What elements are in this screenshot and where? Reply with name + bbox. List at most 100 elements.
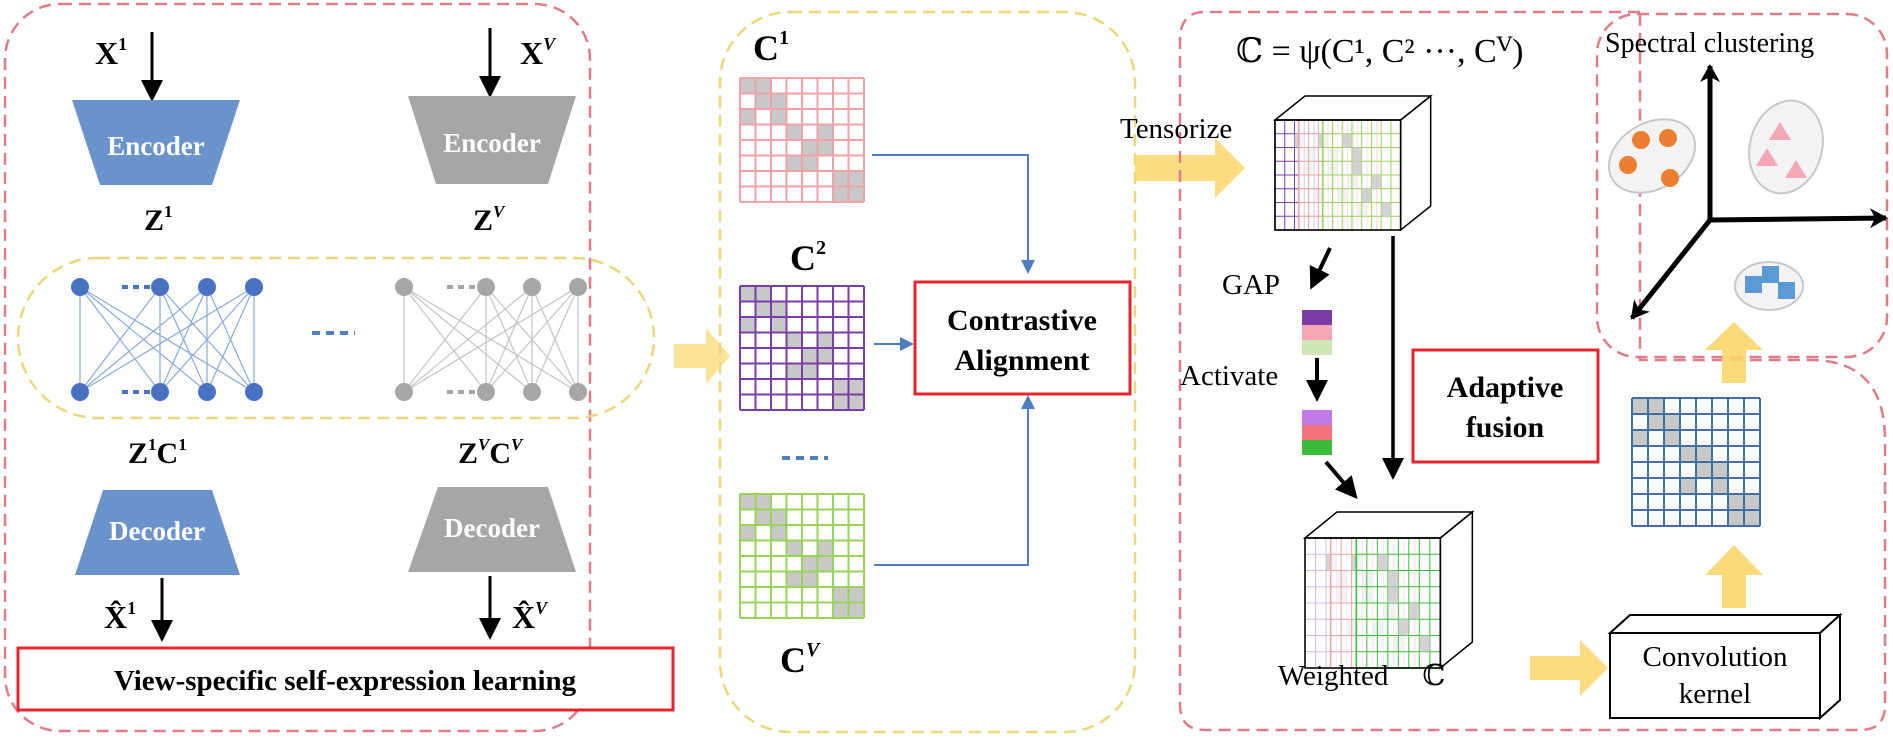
matrix-cell bbox=[848, 186, 864, 202]
matrix-cell bbox=[1712, 462, 1728, 478]
input-xv-label: XV bbox=[520, 34, 557, 71]
matrix-cell bbox=[1648, 398, 1664, 414]
matrix-cell bbox=[1632, 430, 1648, 446]
matrix-cell bbox=[1696, 446, 1712, 462]
matrix-cell bbox=[771, 525, 787, 541]
matrix-cell bbox=[1744, 510, 1760, 526]
matrix-cell bbox=[817, 348, 833, 364]
decoder-view1-label: Decoder bbox=[109, 516, 205, 546]
flow-arrow-3 bbox=[1530, 640, 1608, 696]
matrix-cell bbox=[740, 109, 756, 125]
neuron bbox=[523, 278, 541, 296]
matrix-cell bbox=[833, 602, 849, 618]
weighted-tensor-cube bbox=[1302, 510, 1475, 670]
cluster-squares bbox=[1734, 261, 1804, 311]
neuron bbox=[477, 383, 495, 401]
matrix-cell bbox=[848, 394, 864, 410]
flow-arrow-1 bbox=[674, 328, 730, 384]
matrix-cell bbox=[740, 317, 756, 333]
contrastive-alignment-line1: Contrastive bbox=[947, 304, 1097, 337]
contrastive-alignment-box bbox=[913, 280, 1132, 396]
weighting-arrow-vector bbox=[1324, 460, 1358, 500]
matrix-cell bbox=[755, 286, 771, 302]
matrix-cell bbox=[755, 93, 771, 109]
connector-cv bbox=[874, 395, 1035, 566]
matrix-cell bbox=[740, 525, 756, 541]
matrix-cell bbox=[802, 155, 818, 171]
matrix-cell bbox=[848, 587, 864, 603]
matrix-cell bbox=[1648, 414, 1664, 430]
flow-arrow-up-1 bbox=[1705, 545, 1763, 608]
matrix-c2 bbox=[739, 285, 865, 411]
activated-vector bbox=[1302, 410, 1332, 455]
matrix-cell bbox=[740, 494, 756, 510]
matrix-cell bbox=[755, 301, 771, 317]
matrix-cell bbox=[802, 140, 818, 156]
encoder-viewv bbox=[408, 96, 576, 184]
neuron bbox=[71, 383, 89, 401]
matrix-cell bbox=[802, 363, 818, 379]
matrix-cell bbox=[848, 379, 864, 395]
encoder-viewv-label: Encoder bbox=[443, 128, 541, 158]
neuron bbox=[71, 278, 89, 296]
matrix-cell bbox=[786, 332, 802, 348]
matrix-cell bbox=[833, 171, 849, 187]
matrix-c1 bbox=[739, 77, 865, 203]
matrix-cell bbox=[1744, 494, 1760, 510]
encoder-view1 bbox=[72, 100, 240, 185]
conv-kernel-line1: Convolution bbox=[1642, 641, 1788, 673]
neuron bbox=[198, 383, 216, 401]
matrix-cell bbox=[771, 509, 787, 525]
cluster-circles bbox=[1607, 118, 1697, 194]
view-specific-title: View-specific self-expression learning bbox=[114, 665, 577, 697]
matrix-cell bbox=[1712, 478, 1728, 494]
matrix-cell bbox=[817, 332, 833, 348]
cluster-axes bbox=[1630, 64, 1888, 320]
matrix-cell bbox=[817, 556, 833, 572]
network-view1 bbox=[71, 278, 263, 401]
contrastive-alignment-line2: Alignment bbox=[955, 344, 1090, 377]
input-x1-label: X1 bbox=[95, 34, 127, 71]
matrix-cell bbox=[771, 317, 787, 333]
matrix-cell bbox=[1728, 494, 1744, 510]
neuron bbox=[395, 383, 413, 401]
c1-label: C1 bbox=[753, 27, 789, 68]
matrix-cell bbox=[786, 155, 802, 171]
decoder-viewv bbox=[408, 487, 576, 572]
adaptive-fusion-line1: Adaptive bbox=[1447, 371, 1564, 404]
gap-label: GAP bbox=[1222, 269, 1280, 301]
matrix-cell bbox=[833, 394, 849, 410]
decoder-view1 bbox=[75, 490, 240, 575]
conv-kernel-line2: kernel bbox=[1679, 678, 1751, 710]
matrix-cell bbox=[786, 124, 802, 140]
gap-arrow bbox=[1309, 247, 1332, 290]
matrix-cell bbox=[833, 379, 849, 395]
matrix-cv bbox=[739, 493, 865, 619]
gap-vector bbox=[1302, 310, 1332, 355]
flow-arrow-2 bbox=[1135, 138, 1245, 198]
matrix-cell bbox=[848, 171, 864, 187]
neuron bbox=[245, 383, 263, 401]
neuron bbox=[151, 278, 169, 296]
self-expression-zvcv-label: ZVCV bbox=[458, 435, 524, 470]
matrix-cell bbox=[848, 602, 864, 618]
decoder-viewv-label: Decoder bbox=[444, 513, 540, 543]
adaptive-fusion-box bbox=[1411, 348, 1600, 464]
convolution-kernel: Convolution kernel bbox=[1607, 612, 1843, 721]
activate-label: Activate bbox=[1180, 360, 1278, 392]
encoder-view1-label: Encoder bbox=[107, 131, 205, 161]
matrix-cell bbox=[740, 286, 756, 302]
neuron bbox=[198, 278, 216, 296]
matrix-cell bbox=[1664, 414, 1680, 430]
fusion-panel-frame bbox=[1178, 10, 1887, 732]
latent-zv-label: ZV bbox=[473, 202, 506, 237]
fusion-formula: ℂ = ψ(C¹, C² ···, Cⱽ) bbox=[1236, 33, 1524, 70]
contrastive-panel-frame bbox=[718, 10, 1137, 734]
matrix-cell bbox=[786, 571, 802, 587]
matrix-cell bbox=[755, 494, 771, 510]
matrix-cell bbox=[755, 78, 771, 94]
matrix-cell bbox=[1664, 430, 1680, 446]
cluster-triangles bbox=[1748, 99, 1824, 195]
matrix-cell bbox=[817, 540, 833, 556]
matrix-cell bbox=[1728, 510, 1744, 526]
